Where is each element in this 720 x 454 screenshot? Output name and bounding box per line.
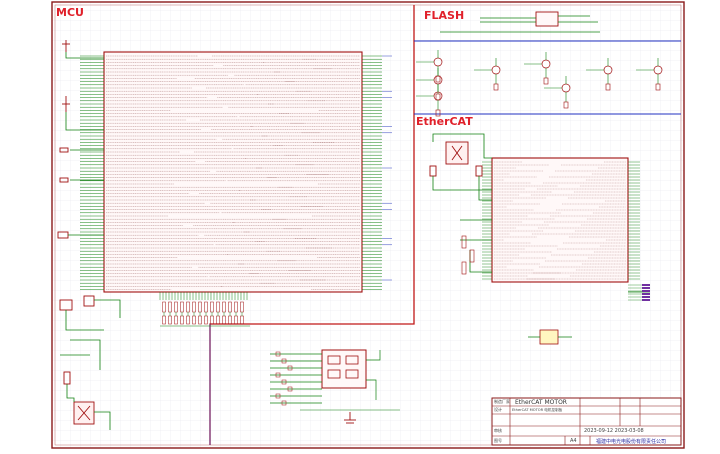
sheet-inner-border: [54, 4, 682, 446]
sheet-border: [51, 1, 685, 449]
tb-col1-b: 设计: [494, 407, 502, 412]
tb-col1-c: 审核: [494, 428, 502, 433]
tb-subtitle: EtherCAT MOTOR 电机控制板: [512, 408, 563, 412]
status-led-module[interactable]: [528, 329, 572, 345]
title-block: [491, 397, 682, 446]
ethercat-esc-chip[interactable]: [491, 157, 629, 283]
tb-company: 福建中电光电股份有限责任公司: [596, 439, 667, 445]
flash-wires: [440, 15, 600, 33]
connector-wires: [270, 350, 400, 411]
flash-chip[interactable]: [535, 11, 559, 27]
ground-symbol: [344, 412, 356, 424]
ethercat-crystal: [429, 141, 483, 177]
mcu-right-pins: [193, 55, 392, 290]
section-title-ethercat: EtherCAT: [416, 115, 473, 128]
tb-col1-a: 制造厂家: [494, 399, 510, 404]
mcu-bottom-pins: [159, 292, 248, 300]
tb-size-value: A4: [570, 438, 577, 444]
power-circuit-wires: [60, 299, 121, 430]
esc-right-pins: [527, 161, 640, 280]
ethercat-led-array: [461, 235, 650, 301]
mcu-decoupling-caps: [57, 40, 70, 239]
mcu-left-pins: [80, 55, 335, 290]
pullup-resistor-array: [160, 301, 250, 327]
tb-size-label: 图号: [494, 438, 502, 443]
connector-pins: [327, 355, 359, 379]
flash-transistor-array: [416, 50, 663, 117]
mcu-chip-body[interactable]: [103, 51, 363, 293]
mcu-left-wires: [65, 52, 104, 236]
tb-dates: 2023-09-12 2023-03-08: [584, 428, 644, 434]
section-title-flash: FLASH: [424, 9, 465, 22]
tb-title: EtherCAT MOTOR: [515, 399, 567, 406]
section-title-mcu: MCU: [56, 6, 84, 19]
power-circuit-parts: [59, 295, 95, 425]
